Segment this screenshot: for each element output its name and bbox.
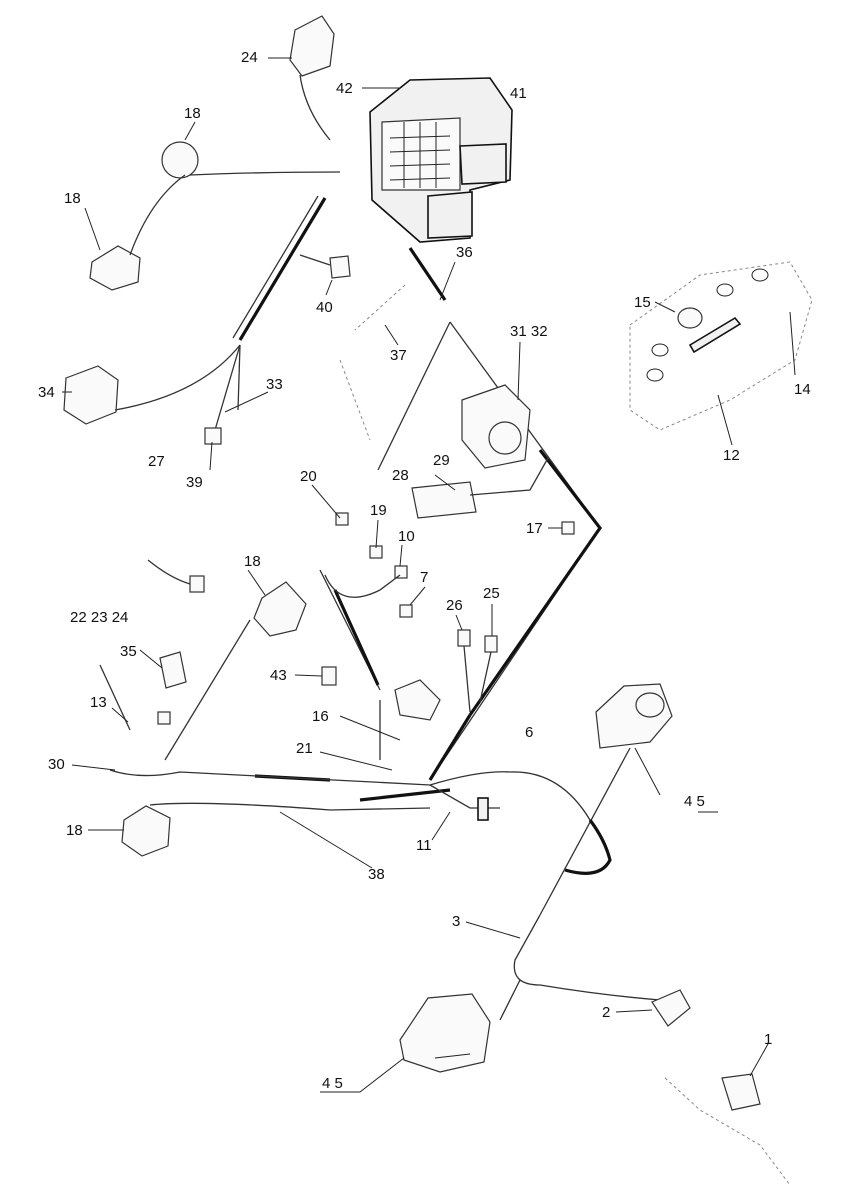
relay-4-5-upper xyxy=(539,683,673,916)
callout-41: 41 xyxy=(510,85,527,102)
callout-16: 16 xyxy=(312,708,329,725)
junction-16 xyxy=(379,679,472,781)
callout-28: 28 xyxy=(392,467,409,484)
connector-34 xyxy=(63,344,241,425)
motor-31-32 xyxy=(461,384,531,469)
callout-3: 3 xyxy=(452,913,460,930)
lower-harness xyxy=(109,769,591,821)
leader-lines xyxy=(62,57,796,1093)
callout-38: 38 xyxy=(368,866,385,883)
callout-35: 35 xyxy=(120,643,137,660)
callout-4-5-lower: 4 5 xyxy=(322,1075,343,1092)
square-connector-18-left xyxy=(89,174,186,291)
callout-20: 20 xyxy=(300,468,317,485)
callout-11: 11 xyxy=(416,837,432,854)
callout-19: 19 xyxy=(370,502,387,519)
callout-18-d: 18 xyxy=(66,822,83,839)
callout-15: 15 xyxy=(634,294,651,311)
switch-panel-12-14-15 xyxy=(629,261,813,431)
callout-14: 14 xyxy=(794,381,811,398)
callout-40: 40 xyxy=(316,299,333,316)
callout-34: 34 xyxy=(38,384,55,401)
callout-18-b: 18 xyxy=(64,190,81,207)
callout-36: 36 xyxy=(456,244,473,261)
square-connector-18-bottom xyxy=(121,805,171,857)
callout-39: 39 xyxy=(186,474,203,491)
cable-3 xyxy=(499,914,661,1021)
connector-35 xyxy=(99,651,187,731)
fuse-relay-block xyxy=(369,77,513,243)
sensor-39 xyxy=(204,344,241,445)
relay-4-5-lower xyxy=(399,993,491,1073)
callout-24-top: 24 xyxy=(241,49,258,66)
callout-31-32: 31 32 xyxy=(510,323,548,340)
callout-25: 25 xyxy=(483,585,500,602)
connector-2 xyxy=(651,989,691,1027)
callout-4-5-upper: 4 5 xyxy=(684,793,705,810)
callout-43: 43 xyxy=(270,667,287,684)
callout-10: 10 xyxy=(398,528,415,545)
callout-12: 12 xyxy=(723,447,740,464)
module-28-29 xyxy=(411,457,549,519)
callout-22-23-24: 22 23 24 xyxy=(70,609,128,626)
square-connector-18-mid xyxy=(147,559,307,761)
callout-18-a: 18 xyxy=(184,105,201,122)
callout-29: 29 xyxy=(433,452,450,469)
callout-26: 26 xyxy=(446,597,463,614)
connector-24-top xyxy=(289,15,335,141)
callout-7: 7 xyxy=(420,569,428,586)
callout-33: 33 xyxy=(266,376,283,393)
callout-2: 2 xyxy=(602,1004,610,1021)
callout-6: 6 xyxy=(525,724,533,741)
connector-43 xyxy=(321,666,337,686)
callout-37: 37 xyxy=(390,347,407,364)
main-harness-frame xyxy=(319,247,602,781)
callout-18-c: 18 xyxy=(244,553,261,570)
connector-40 xyxy=(299,254,351,279)
callout-42: 42 xyxy=(336,80,353,97)
round-connector-18 xyxy=(161,141,341,179)
callout-27: 27 xyxy=(148,453,165,470)
callout-1: 1 xyxy=(764,1031,772,1048)
callout-21: 21 xyxy=(296,740,313,757)
callout-13: 13 xyxy=(90,694,107,711)
component-1 xyxy=(664,1073,791,1186)
callout-17: 17 xyxy=(526,520,543,537)
callout-30: 30 xyxy=(48,756,65,773)
small-connectors-group xyxy=(324,512,575,618)
